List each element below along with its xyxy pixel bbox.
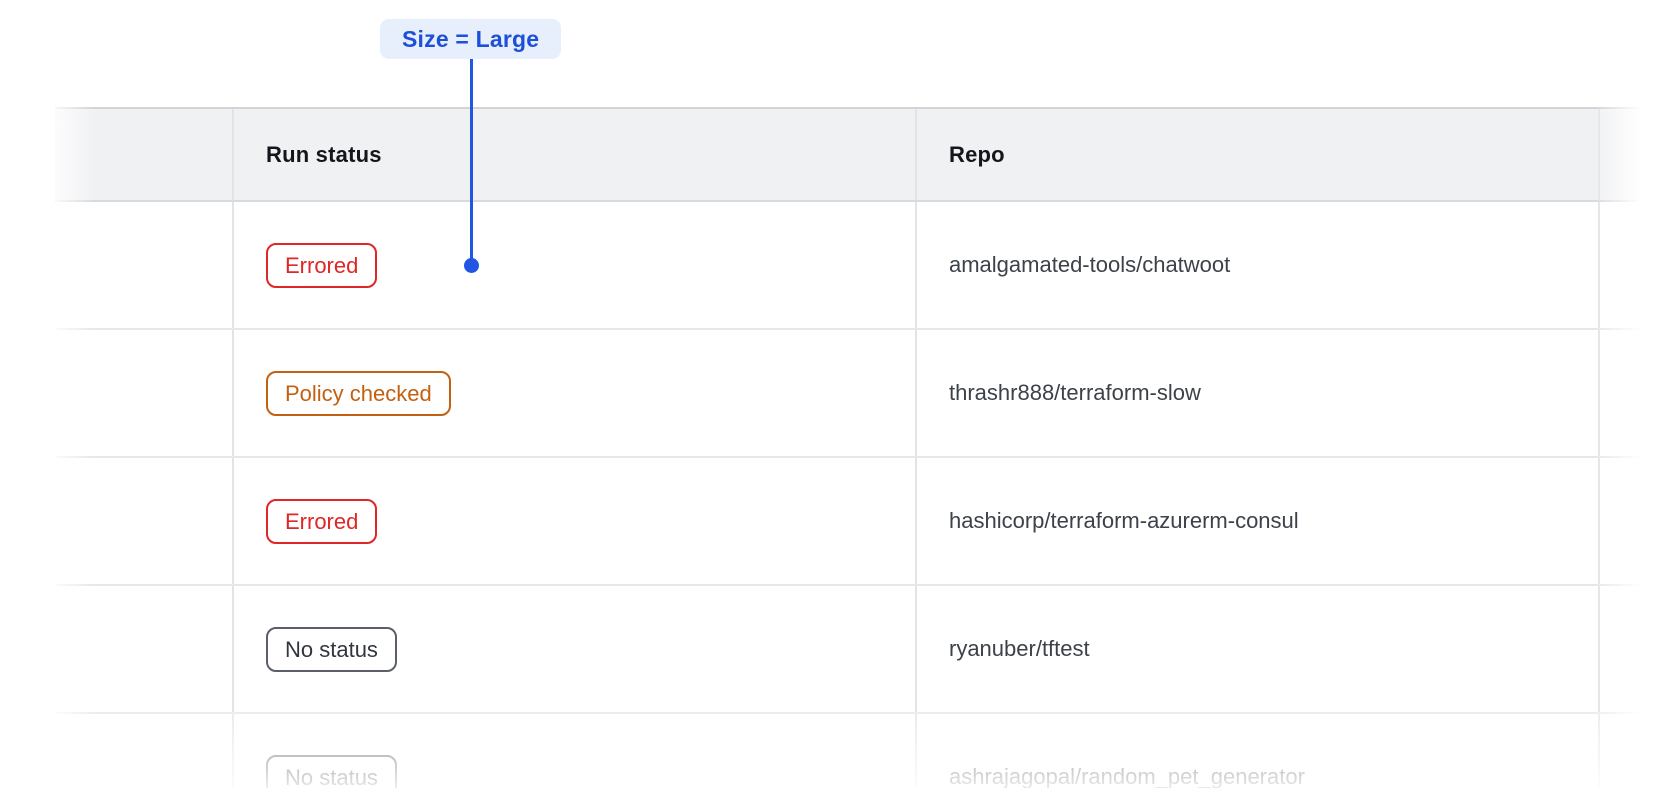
cell-run-status: No status xyxy=(232,714,915,788)
cell-run-status: Policy checked xyxy=(232,330,915,456)
run-status-badge: No status xyxy=(266,754,397,788)
repo-name: ryanuber/tftest xyxy=(949,636,1090,661)
column-header-repo: Repo xyxy=(915,109,1598,200)
size-annotation-badge: Size = Large xyxy=(380,19,562,59)
header-cell-overflow xyxy=(1598,109,1672,200)
table-header-row: Run status Repo xyxy=(55,107,1672,202)
header-cell-empty xyxy=(55,109,232,200)
cell-repo: ryanuber/tftest xyxy=(915,586,1598,712)
table-row[interactable]: No status ashrajagopal/random_pet_genera… xyxy=(55,714,1672,788)
cell-empty xyxy=(55,714,232,788)
annotation-dot xyxy=(464,258,479,273)
run-status-badge: Policy checked xyxy=(266,370,451,416)
cell-empty xyxy=(55,586,232,712)
cell-overflow xyxy=(1598,330,1672,456)
cell-empty xyxy=(55,330,232,456)
table-row[interactable]: Errored hashicorp/terraform-azurerm-cons… xyxy=(55,458,1672,586)
annotation-connector-line xyxy=(470,58,473,259)
table-row[interactable]: Policy checked thrashr888/terraform-slow xyxy=(55,330,1672,458)
cell-overflow xyxy=(1598,202,1672,328)
table-row[interactable]: No status ryanuber/tftest xyxy=(55,586,1672,714)
cell-run-status: Errored xyxy=(232,458,915,584)
repo-name: amalgamated-tools/chatwoot xyxy=(949,252,1231,277)
repo-name: thrashr888/terraform-slow xyxy=(949,380,1201,405)
cell-repo: hashicorp/terraform-azurerm-consul xyxy=(915,458,1598,584)
table-row[interactable]: Errored amalgamated-tools/chatwoot xyxy=(55,202,1672,330)
run-status-badge: Errored xyxy=(266,498,378,544)
repo-name: ashrajagopal/random_pet_generator xyxy=(949,764,1305,788)
cell-repo: thrashr888/terraform-slow xyxy=(915,330,1598,456)
cell-run-status: Errored xyxy=(232,202,915,328)
cell-overflow xyxy=(1598,714,1672,788)
column-header-run-status: Run status xyxy=(232,109,915,200)
cell-repo: ashrajagopal/random_pet_generator xyxy=(915,714,1598,788)
runs-table: Run status Repo Errored amalgamated-tool… xyxy=(55,107,1672,788)
cell-empty xyxy=(55,202,232,328)
run-status-badge: Errored xyxy=(266,242,378,288)
repo-name: hashicorp/terraform-azurerm-consul xyxy=(949,508,1299,533)
cell-empty xyxy=(55,458,232,584)
run-status-badge: No status xyxy=(266,626,397,672)
cell-repo: amalgamated-tools/chatwoot xyxy=(915,202,1598,328)
cell-run-status: No status xyxy=(232,586,915,712)
cell-overflow xyxy=(1598,458,1672,584)
cell-overflow xyxy=(1598,586,1672,712)
